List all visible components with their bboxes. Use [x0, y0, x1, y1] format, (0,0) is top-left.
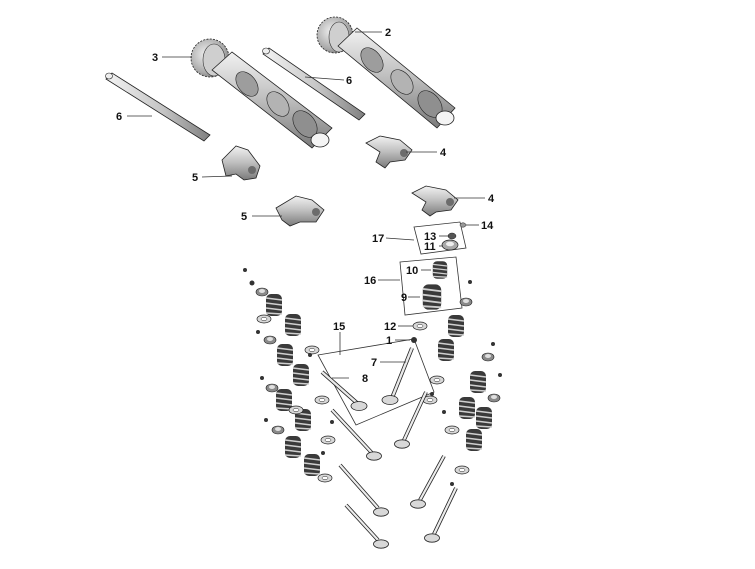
cotter-part-13 [447, 232, 457, 240]
group-box-17 [413, 221, 467, 255]
right-valve-train-upper [422, 280, 473, 405]
callout-14: 14 [481, 220, 494, 232]
callout-1: 1 [386, 335, 392, 347]
callout-13: 13 [424, 231, 436, 243]
rocker-shaft-left [105, 72, 211, 142]
callout-10: 10 [406, 265, 418, 277]
callout-6-left: 6 [116, 111, 122, 123]
callout-17: 17 [372, 233, 384, 245]
leader-lines [127, 31, 485, 379]
callout-5-upper: 5 [192, 172, 198, 184]
camshaft-exhaust [316, 16, 456, 129]
outer-spring-part-9 [421, 283, 443, 311]
spring-seat-part-11 [441, 239, 459, 251]
right-valves [394, 391, 458, 543]
right-valve-train-lower [442, 342, 502, 486]
callout-labels: 1 2 3 4 4 5 5 6 6 7 8 9 10 11 12 13 14 1… [116, 27, 495, 385]
rocker-arm-lower-right [411, 185, 459, 217]
callout-16: 16 [364, 275, 376, 287]
camshaft-intake [190, 38, 333, 149]
callout-4-upper: 4 [440, 147, 447, 159]
group-box-16 [399, 256, 463, 316]
callout-4-lower: 4 [488, 193, 495, 205]
rocker-arm-upper-right [365, 135, 413, 169]
callout-8: 8 [362, 373, 368, 385]
rocker-arm-lower-left [275, 195, 325, 227]
callout-6-right: 6 [346, 75, 352, 87]
left-valve-train-upper [243, 268, 320, 387]
group-box-15 [317, 338, 435, 426]
left-valve-train-lower [260, 376, 336, 483]
callout-11: 11 [424, 241, 436, 253]
valve-part-8 [320, 370, 368, 411]
left-valves [330, 408, 389, 549]
inner-spring-part-10 [432, 260, 448, 280]
callout-12: 12 [384, 321, 396, 333]
washer-part-12 [412, 321, 428, 331]
callout-3: 3 [152, 52, 158, 64]
callout-9: 9 [401, 292, 407, 304]
callout-7: 7 [371, 357, 377, 369]
rocker-shaft-right [262, 47, 366, 121]
shim-part-14 [459, 222, 467, 228]
valve-part-7 [381, 347, 414, 405]
callout-5-lower: 5 [241, 211, 247, 223]
callout-2: 2 [385, 27, 391, 39]
callout-15: 15 [333, 321, 345, 333]
rocker-arm-upper-left [221, 145, 261, 181]
